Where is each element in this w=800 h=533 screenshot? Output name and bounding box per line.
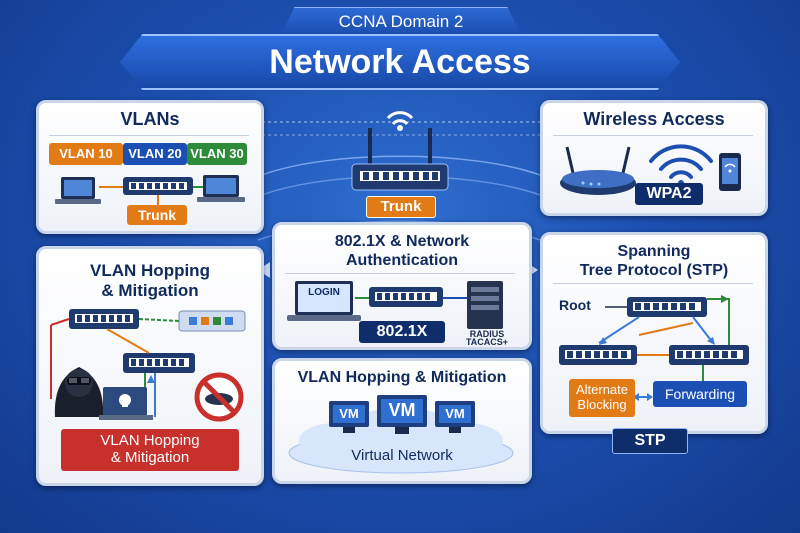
monitor-icon — [377, 395, 427, 434]
root-label: Root — [559, 297, 591, 313]
vm-label: VM — [445, 406, 465, 421]
switch-icon — [123, 353, 195, 373]
hopping-title-line2: & Mitigation — [101, 281, 199, 300]
hacker-icon — [54, 367, 104, 417]
server-icon — [467, 281, 503, 329]
switch-icon — [123, 177, 193, 195]
alternate-blocking-box: Alternate Blocking — [569, 379, 635, 417]
stp-footer-label: STP — [612, 428, 688, 454]
wireless-title: Wireless Access — [583, 109, 725, 129]
vlans-title: VLANs — [120, 109, 180, 129]
vlans-panel: VLANs VLAN 10 VLAN 20 VLAN 30 — [36, 100, 264, 234]
hopping-banner-line2: & Mitigation — [110, 449, 190, 466]
auth-title-line1: 802.1X & Network — [334, 233, 470, 250]
router-icon — [351, 111, 449, 191]
virtual-graphics — [288, 395, 514, 474]
switch-icon — [559, 345, 637, 365]
monitor-icon — [435, 401, 475, 433]
vm-label: VM — [388, 400, 416, 420]
center-trunk-label: Trunk — [366, 196, 436, 218]
header-badge: CCNA Domain 2 — [280, 7, 522, 37]
login-screen-text: LOGIN — [308, 287, 340, 298]
auth-graphics — [287, 281, 503, 329]
laptop-icon — [287, 281, 361, 321]
virtual-network-label: Virtual Network — [351, 447, 453, 464]
forwarding-box: Forwarding — [653, 381, 747, 407]
hopping-banner: VLAN Hopping & Mitigation — [61, 429, 239, 471]
port-panel-icon — [178, 310, 246, 332]
auth-panel: 802.1X & Network Authentication — [272, 222, 532, 350]
tacacs-label: TACACS+ — [465, 337, 509, 347]
blocking-label: Blocking — [577, 397, 627, 412]
wireless-panel: Wireless Access WPA2 — [540, 100, 768, 216]
switch-icon — [69, 309, 139, 329]
laptop-icon — [99, 387, 153, 420]
stp-graphics — [559, 295, 749, 401]
vlans-trunk-label: Trunk — [127, 205, 187, 225]
header-title-banner: Network Access — [120, 34, 680, 90]
stp-title-line1: Spanning — [617, 243, 691, 260]
forwarding-label: Forwarding — [664, 386, 736, 402]
virtual-panel-title: VLAN Hopping & Mitigation — [297, 369, 507, 386]
stp-panel: Spanning Tree Protocol (STP) Root — [540, 232, 768, 434]
switch-icon — [627, 297, 707, 317]
auth-title-line2: Authentication — [346, 252, 458, 269]
switch-icon — [369, 287, 443, 307]
vlan30-tag: VLAN 30 — [187, 143, 247, 165]
radius-label: RADIUS — [469, 329, 505, 339]
stp-title-line2: Tree Protocol (STP) — [579, 262, 729, 279]
wireless-graphics — [560, 144, 741, 195]
wpa2-label: WPA2 — [635, 183, 703, 205]
vm-label: VM — [339, 406, 359, 421]
wireless-router-icon — [560, 146, 636, 195]
laptop-icon — [197, 175, 245, 202]
smartphone-icon — [719, 153, 741, 191]
vlans-topology — [55, 175, 245, 206]
laptop-icon — [55, 177, 101, 204]
blocked-icon — [194, 372, 244, 422]
hopping-banner-line1: VLAN Hopping — [100, 432, 200, 449]
alternate-label: Alternate — [575, 382, 629, 397]
virtual-network-panel: VLAN Hopping & Mitigation — [272, 358, 532, 484]
vlan10-tag: VLAN 10 — [49, 143, 123, 165]
monitor-icon — [329, 401, 369, 433]
hopping-title-line1: VLAN Hopping — [90, 261, 210, 280]
vlan-hopping-panel: VLAN Hopping & Mitigation — [36, 246, 264, 486]
page-title: Network Access — [269, 43, 531, 81]
switch-icon — [669, 345, 749, 365]
dot1x-label: 802.1X — [359, 321, 445, 343]
hopping-graphics — [50, 309, 246, 422]
wifi-signal-icon — [649, 144, 713, 179]
header-badge-text: CCNA Domain 2 — [338, 12, 464, 31]
vlan20-tag: VLAN 20 — [123, 143, 187, 165]
